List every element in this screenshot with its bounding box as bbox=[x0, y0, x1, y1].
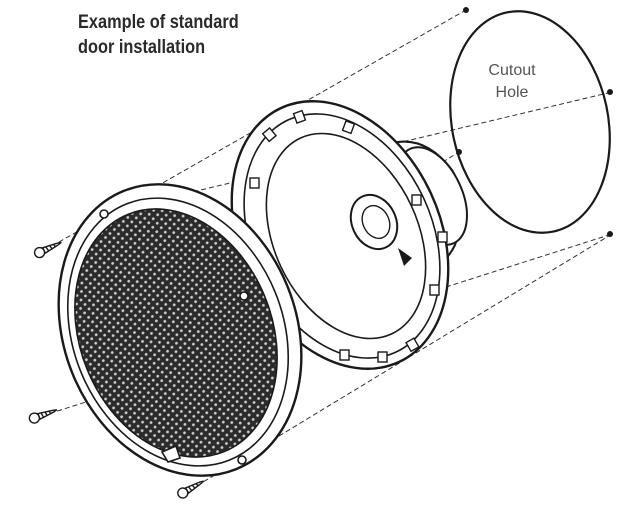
driver-dust-cap-inner bbox=[361, 204, 391, 240]
mount-hole-left bbox=[456, 149, 462, 155]
cutout-hole-outline bbox=[449, 10, 611, 234]
screws bbox=[28, 241, 205, 499]
screw-icon bbox=[33, 241, 62, 259]
mount-hole-right bbox=[607, 89, 613, 95]
screw-icon bbox=[28, 409, 58, 424]
grille-mesh bbox=[74, 208, 278, 458]
driver-brand-mark bbox=[398, 248, 412, 266]
cutout-hole: Cutout Hole bbox=[449, 7, 613, 237]
grille-hole-right bbox=[239, 291, 249, 301]
mount-hole-top bbox=[463, 7, 469, 13]
mount-hole-bottom bbox=[607, 231, 613, 237]
cutout-label-line-2: Hole bbox=[496, 84, 529, 101]
cutout-label-line-1: Cutout bbox=[488, 62, 536, 79]
grille-hole-bottom bbox=[237, 455, 247, 465]
speaker-grille bbox=[57, 183, 303, 477]
diagram-title: Example of standard door installation bbox=[78, 10, 239, 60]
grille-tab bbox=[160, 444, 182, 463]
screw-icon bbox=[177, 480, 205, 499]
driver-cone bbox=[265, 132, 427, 340]
title-line-2: door installation bbox=[78, 37, 206, 58]
title-line-1: Example of standard bbox=[78, 12, 239, 33]
grille-hole-top bbox=[99, 209, 109, 219]
